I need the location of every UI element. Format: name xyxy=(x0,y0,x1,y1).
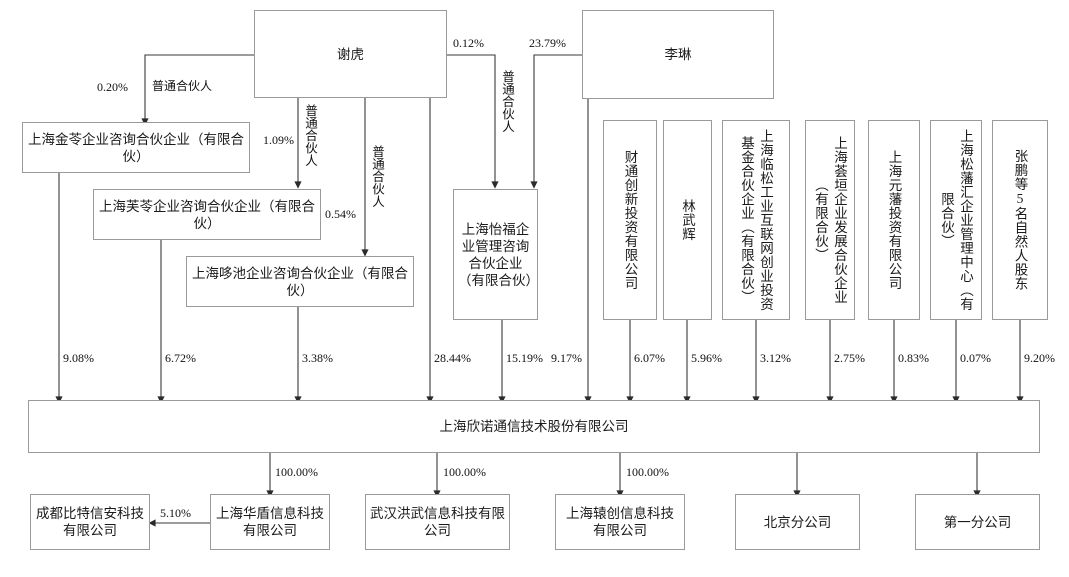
person-box-lilin[interactable]: 李琳 xyxy=(582,10,774,99)
shareholder-label-linwuhui: 林武辉 xyxy=(680,199,695,241)
role-label-gp-vertical-1: 普通合伙人 xyxy=(303,104,317,167)
subsidiary-label-hongwu: 武汉洪武信息科技有限公司 xyxy=(370,506,505,538)
subsidiary-box-bitexinan[interactable]: 成都比特信安科技有限公司 xyxy=(30,494,150,550)
partnership-box-fuling[interactable]: 上海芙苓企业咨询合伙企业（有限合伙） xyxy=(93,189,321,240)
pct-xiehu-to-fuling: 1.09% xyxy=(263,133,294,147)
role-label-gp-horizontal: 普通合伙人 xyxy=(152,79,213,93)
pct-yuanfan: 0.83% xyxy=(898,351,929,365)
partnership-box-yifu[interactable]: 上海怡福企业管理咨询合伙企业（有限合伙） xyxy=(453,189,539,320)
pct-xiehu-to-jinling: 0.20% xyxy=(97,80,128,94)
pct-linsong: 3.12% xyxy=(760,351,791,365)
shareholder-box-caitong[interactable]: 财通创新投资有限公司 xyxy=(603,120,657,320)
partnership-label-fuling: 上海芙苓企业咨询合伙企业（有限合伙） xyxy=(99,198,315,231)
pct-zhangpeng: 9.20% xyxy=(1024,351,1055,365)
person-box-xiehu[interactable]: 谢虎 xyxy=(254,10,447,98)
partnership-label-jinling: 上海金苓企业咨询合伙企业（有限合伙） xyxy=(28,131,244,164)
main-company-label: 上海欣诺通信技术股份有限公司 xyxy=(439,419,629,434)
shareholder-label-linsong: 上海临松工业互联网创业投资基金合伙企业（有限合伙） xyxy=(739,129,773,311)
pct-songfan: 0.07% xyxy=(960,351,991,365)
shareholder-box-linsong[interactable]: 上海临松工业互联网创业投资基金合伙企业（有限合伙） xyxy=(722,120,790,320)
role-label-gp-vertical-2: 普通合伙人 xyxy=(370,145,384,208)
partnership-box-duochi[interactable]: 上海哆池企业咨询合伙企业（有限合伙） xyxy=(186,256,414,307)
pct-fuling: 6.72% xyxy=(165,351,196,365)
role-label-gp-vertical-3: 普通合伙人 xyxy=(500,70,514,133)
shareholder-label-huiyuan: 上海荟垣企业发展合伙企业（有限合伙） xyxy=(813,136,847,304)
subsidiary-label-huadun: 上海华盾信息科技有限公司 xyxy=(216,506,324,538)
shareholder-box-huiyuan[interactable]: 上海荟垣企业发展合伙企业（有限合伙） xyxy=(805,120,855,320)
pct-xiehu-direct: 28.44% xyxy=(434,351,471,365)
shareholder-label-songfan: 上海松藩汇企业管理中心（有限合伙） xyxy=(939,129,973,311)
subsidiary-box-huadun[interactable]: 上海华盾信息科技有限公司 xyxy=(210,494,330,550)
pct-xiehu-to-duochi: 0.54% xyxy=(325,207,356,221)
pct-huadun-to-bitexinan: 5.10% xyxy=(160,506,191,520)
shareholder-label-yuanfan: 上海元藩投资有限公司 xyxy=(886,150,902,290)
partnership-box-jinling[interactable]: 上海金苓企业咨询合伙企业（有限合伙） xyxy=(22,122,250,173)
pct-huiyuan: 2.75% xyxy=(834,351,865,365)
shareholder-box-zhangpeng[interactable]: 张鹏等5名自然人股东 xyxy=(992,120,1048,320)
main-company-box[interactable]: 上海欣诺通信技术股份有限公司 xyxy=(28,400,1040,453)
subsidiary-box-yuanchuang[interactable]: 上海辕创信息科技有限公司 xyxy=(555,494,685,550)
subsidiary-label-bitexinan: 成都比特信安科技有限公司 xyxy=(36,506,144,538)
subsidiary-box-diyi[interactable]: 第一分公司 xyxy=(915,494,1040,550)
partnership-label-yifu: 上海怡福企业管理咨询合伙企业（有限合伙） xyxy=(458,221,539,288)
subsidiary-label-yuanchuang: 上海辕创信息科技有限公司 xyxy=(566,506,674,538)
shareholder-label-caitong: 财通创新投资有限公司 xyxy=(622,150,638,290)
pct-lilin-direct: 9.17% xyxy=(551,351,582,365)
pct-xiehu-to-yifu: 0.12% xyxy=(453,36,484,50)
pct-jinling: 9.08% xyxy=(63,351,94,365)
pct-yifu: 15.19% xyxy=(506,351,543,365)
pct-hongwu: 100.00% xyxy=(443,465,486,479)
pct-linwuhui: 5.96% xyxy=(691,351,722,365)
subsidiary-label-diyi: 第一分公司 xyxy=(943,514,1012,530)
pct-lilin-to-yifu: 23.79% xyxy=(529,36,566,50)
shareholder-box-linwuhui[interactable]: 林武辉 xyxy=(663,120,712,320)
pct-yuanchuang: 100.00% xyxy=(626,465,669,479)
pct-caitong: 6.07% xyxy=(634,351,665,365)
subsidiary-label-beijing: 北京分公司 xyxy=(763,514,832,530)
shareholder-box-yuanfan[interactable]: 上海元藩投资有限公司 xyxy=(868,120,920,320)
subsidiary-box-beijing[interactable]: 北京分公司 xyxy=(735,494,860,550)
pct-huadun: 100.00% xyxy=(275,465,318,479)
person-label-lilin: 李琳 xyxy=(664,47,692,62)
pct-duochi: 3.38% xyxy=(302,351,333,365)
shareholder-label-zhangpeng: 张鹏等5名自然人股东 xyxy=(1012,149,1028,291)
partnership-label-duochi: 上海哆池企业咨询合伙企业（有限合伙） xyxy=(192,265,408,298)
subsidiary-box-hongwu[interactable]: 武汉洪武信息科技有限公司 xyxy=(365,494,510,550)
person-label-xiehu: 谢虎 xyxy=(337,46,364,62)
shareholder-box-songfan[interactable]: 上海松藩汇企业管理中心（有限合伙） xyxy=(930,120,982,320)
